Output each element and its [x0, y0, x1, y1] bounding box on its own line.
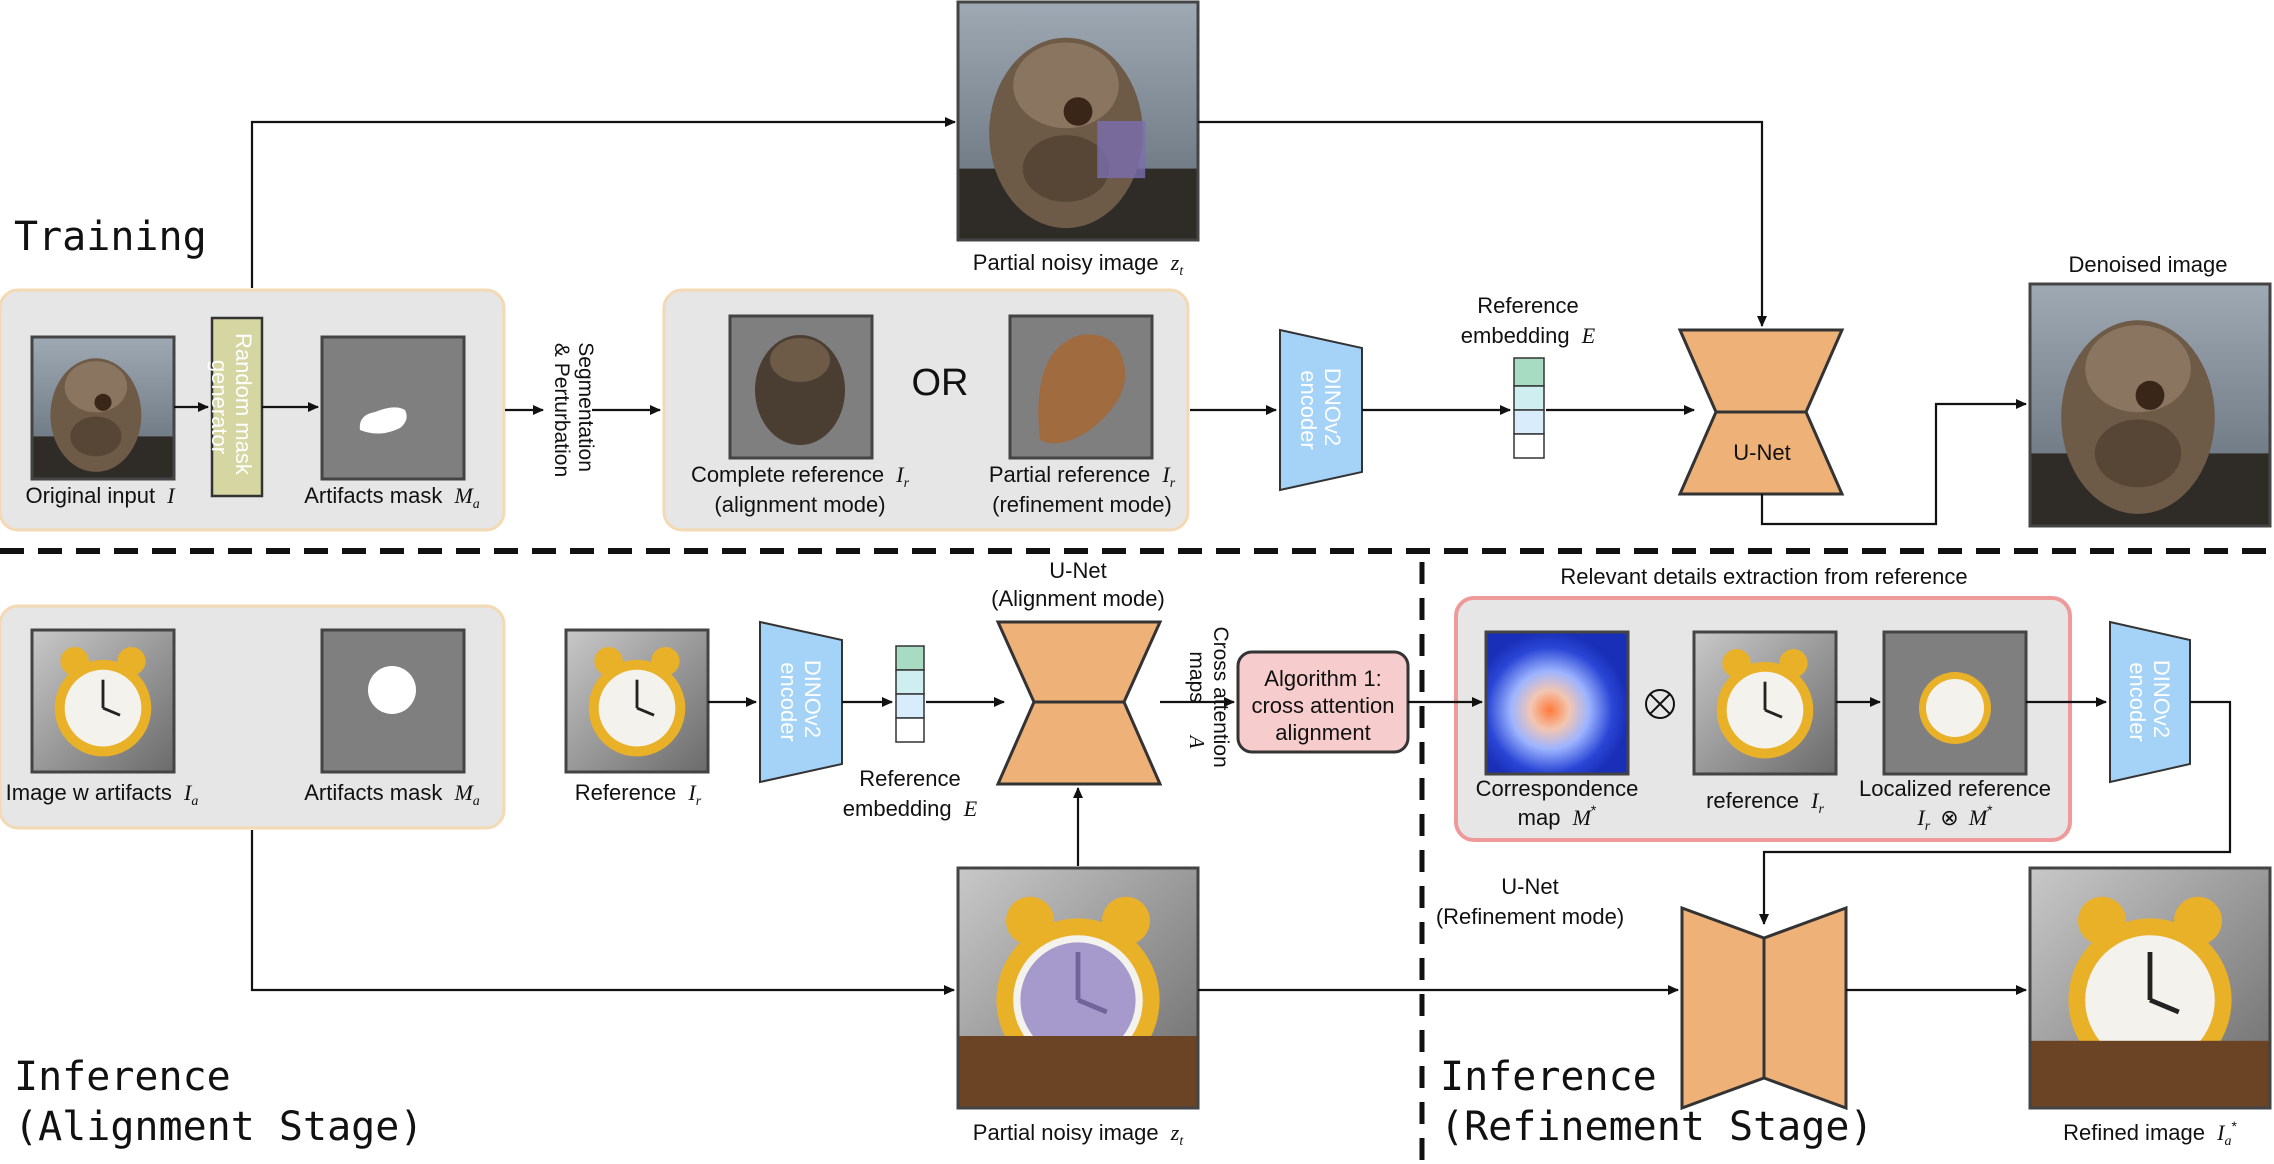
random-mask-line2: generator [207, 360, 232, 454]
artifacts-mask-training [320, 335, 466, 481]
svg-text:Segmentation & Perturbatio: Segmentation & Perturbation [550, 342, 597, 477]
complete-reference-image [728, 314, 874, 460]
unet-refine-label: U-Net [1501, 874, 1558, 899]
original-input-image [30, 335, 176, 481]
unet-label-training: U-Net [1733, 440, 1790, 465]
reference-label: Reference [575, 780, 677, 805]
svg-text:Original input I: Original input I [25, 483, 176, 508]
svg-text:Reference Ir: Reference Ir [575, 780, 702, 809]
corr-map-label: Correspondence [1476, 776, 1639, 801]
svg-text:Partial reference Ir: Partial reference Ir [989, 462, 1176, 491]
dinov2-encoder-training [1279, 328, 1363, 492]
svg-text:DINOv2 encoder: DINOv2 encoder [2125, 660, 2174, 744]
svg-text:Image w artifacts Ia: Image w artifacts Ia [6, 780, 199, 809]
image-w-artifacts [30, 628, 176, 774]
partial-reference-image [1008, 314, 1154, 460]
ref-emb-label-training: Reference [1477, 293, 1579, 318]
svg-text:Ir ⊗ M*: Ir ⊗ M* [1916, 802, 1993, 835]
perturbation-label: & Perturbation [550, 343, 573, 477]
svg-text:embedding E: embedding E [843, 796, 978, 821]
localized-reference-image [1882, 630, 2028, 776]
dinov2-encoder-refinement [2109, 620, 2191, 784]
or-label: OR [912, 362, 969, 404]
image-w-artifacts-label: Image w artifacts [6, 780, 172, 805]
svg-text:reference Ir: reference Ir [1706, 788, 1824, 817]
svg-text:Random mask generator: Random mask generator [207, 333, 256, 481]
svg-text:map M*: map M* [1518, 802, 1597, 830]
svg-text:DINOv2 encoder: DINOv2 encoder [1296, 368, 1345, 452]
partial-noisy-label-inference: Partial noisy image [973, 1120, 1159, 1145]
algo-line3: alignment [1275, 720, 1370, 745]
unet-align-label: U-Net [1049, 558, 1106, 583]
partial-ref-label: Partial reference [989, 462, 1150, 487]
partial-noisy-label: Partial noisy image [973, 250, 1159, 275]
ref-emb-label-inference: Reference [859, 766, 961, 791]
svg-text:embedding E: embedding E [1461, 323, 1596, 348]
svg-text:DINOv2 encoder: DINOv2 encoder [776, 660, 825, 744]
partial-noisy-image-inference [956, 866, 1200, 1110]
svg-text:Artifacts mask Ma: Artifacts mask Ma [304, 780, 480, 809]
denoised-label: Denoised image [2069, 252, 2228, 277]
training-stage-title: Training [14, 214, 207, 260]
svg-text:Refined image Ia*: Refined image Ia* [2063, 1118, 2237, 1149]
reference-lower-label: reference [1706, 788, 1799, 813]
artifacts-mask-label-inference: Artifacts mask [304, 780, 443, 805]
svg-text:Complete reference Ir: Complete reference Ir [691, 462, 910, 491]
denoised-image [2028, 282, 2272, 528]
localized-label: Localized reference [1859, 776, 2051, 801]
original-input-label: Original input [25, 483, 155, 508]
otimes-symbol [1645, 689, 1675, 719]
refined-image-label: Refined image [2063, 1120, 2205, 1145]
svg-text:Partial noisy image zt: Partial noisy image zt [973, 1120, 1185, 1149]
random-mask-line1: Random mask [231, 333, 256, 476]
svg-text:Cross attention maps A: Cross attention maps A [1185, 626, 1232, 773]
unet-align-mode: (Alignment mode) [991, 586, 1165, 611]
reference-embedding-inference [895, 645, 925, 743]
inference-alignment-title: Inference [14, 1054, 231, 1100]
segmentation-label: Segmentation [574, 342, 597, 472]
correspondence-map-image [1484, 630, 1630, 776]
random-mask-generator [210, 316, 264, 498]
svg-text:Artifacts mask Ma: Artifacts mask Ma [304, 483, 480, 512]
algo-line1: Algorithm 1: [1264, 666, 1381, 691]
inference-refinement-subtitle: (Refinement Stage) [1440, 1104, 1873, 1150]
reference-image-inference [564, 628, 710, 774]
cross-attn-label: Cross attention [1209, 626, 1232, 767]
complete-ref-label: Complete reference [691, 462, 884, 487]
refined-image [2028, 866, 2272, 1110]
complete-ref-mode: (alignment mode) [714, 492, 885, 517]
artifacts-mask-label-training: Artifacts mask [304, 483, 443, 508]
inference-refinement-title: Inference [1440, 1054, 1657, 1100]
reference-image-refinement [1692, 630, 1838, 776]
algo-line2: cross attention [1251, 693, 1394, 718]
dinov2-encoder-inference [759, 620, 843, 784]
unet-refine-mode: (Refinement mode) [1436, 904, 1624, 929]
reference-embedding-training [1513, 357, 1545, 459]
partial-ref-mode: (refinement mode) [992, 492, 1172, 517]
inference-alignment-subtitle: (Alignment Stage) [14, 1104, 423, 1150]
svg-text:Partial noisy image zt: Partial noisy image zt [973, 250, 1185, 279]
relevant-details-title: Relevant details extraction from referen… [1560, 564, 1967, 589]
artifacts-mask-inference [320, 628, 466, 774]
partial-noisy-image-training [956, 0, 1200, 242]
